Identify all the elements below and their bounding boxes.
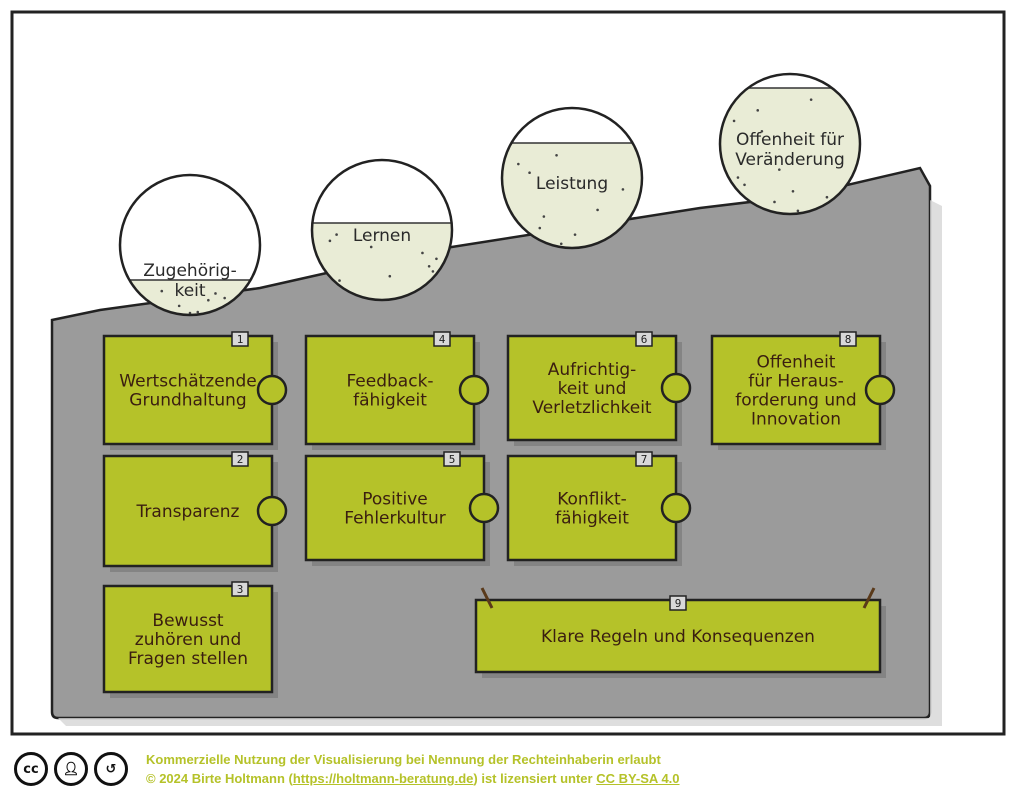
puzzle-piece-body (506, 454, 678, 562)
piece-number-badge: 7 (635, 451, 653, 467)
license-link[interactable]: CC BY-SA 4.0 (596, 771, 680, 786)
ball-3: Leistung (500, 106, 644, 250)
nail-left (480, 587, 494, 609)
share-alike-icon: ↺ (94, 752, 128, 786)
piece-number-badge: 1 (231, 331, 249, 347)
ball-label: Lernen (353, 226, 411, 246)
piece-number-badge: 5 (443, 451, 461, 467)
piece-number: 7 (641, 453, 648, 466)
piece-number-badge: 4 (433, 331, 451, 347)
piece-number: 9 (675, 597, 682, 610)
attribution-icon: 👤︎ (54, 752, 88, 786)
license-line-2: © 2024 Birte Holtmann (https://holtmann-… (146, 769, 680, 788)
puzzle-piece-body (102, 334, 274, 446)
piece-number: 8 (845, 333, 852, 346)
piece-number-badge: 6 (635, 331, 653, 347)
license-text: Kommerzielle Nutzung der Visualisierung … (146, 750, 680, 788)
piece-label: Konflikt-fähigkeit (555, 490, 629, 529)
piece-label: Klare Regeln und Konsequenzen (541, 627, 815, 647)
piece-number: 2 (237, 453, 244, 466)
puzzle-piece-body (710, 334, 882, 446)
creative-commons-icon: cc (14, 752, 48, 786)
ball-1: Zugehörig-keit (118, 173, 262, 317)
ball-label: Leistung (536, 174, 608, 194)
puzzle-piece-body (304, 334, 476, 446)
website-link[interactable]: https://holtmann-beratung.de (292, 771, 474, 786)
copyright-text: © 2024 Birte Holtmann ( (146, 771, 293, 786)
piece-label: Transparenz (136, 502, 240, 522)
ball-fill (720, 88, 860, 214)
piece-number: 1 (237, 333, 244, 346)
puzzle-piece-body (102, 584, 274, 694)
piece-label: Feedback-fähigkeit (346, 372, 433, 411)
license-footer: cc 👤︎ ↺ Kommerzielle Nutzung der Visuali… (14, 748, 1014, 794)
piece-number: 4 (439, 333, 446, 346)
piece-number-badge: 2 (231, 451, 249, 467)
puzzle-piece-body (474, 598, 882, 674)
piece-number-badge: 3 (231, 581, 249, 597)
nail-right (862, 587, 876, 609)
piece-number-badge: 9 (669, 595, 687, 611)
piece-number: 6 (641, 333, 648, 346)
piece-number: 3 (237, 583, 244, 596)
license-line-1: Kommerzielle Nutzung der Visualisierung … (146, 752, 661, 767)
puzzle-piece-body (304, 454, 486, 562)
ground-hill (50, 166, 932, 720)
license-intro-text: ) ist lizensiert unter (473, 771, 597, 786)
piece-number-badge: 8 (839, 331, 857, 347)
ball-label: Zugehörig-keit (143, 261, 236, 301)
piece-number: 5 (449, 453, 456, 466)
